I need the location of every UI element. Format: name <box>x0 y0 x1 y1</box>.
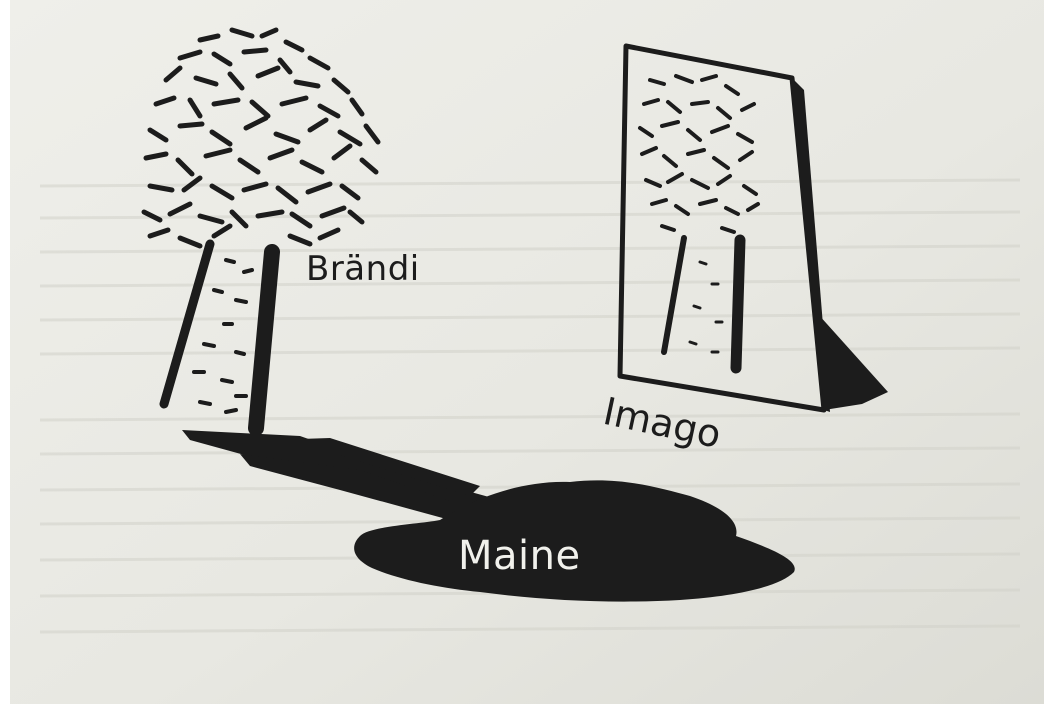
tree-label: Brändi <box>306 252 420 286</box>
shadow-label: Maine <box>458 536 581 576</box>
